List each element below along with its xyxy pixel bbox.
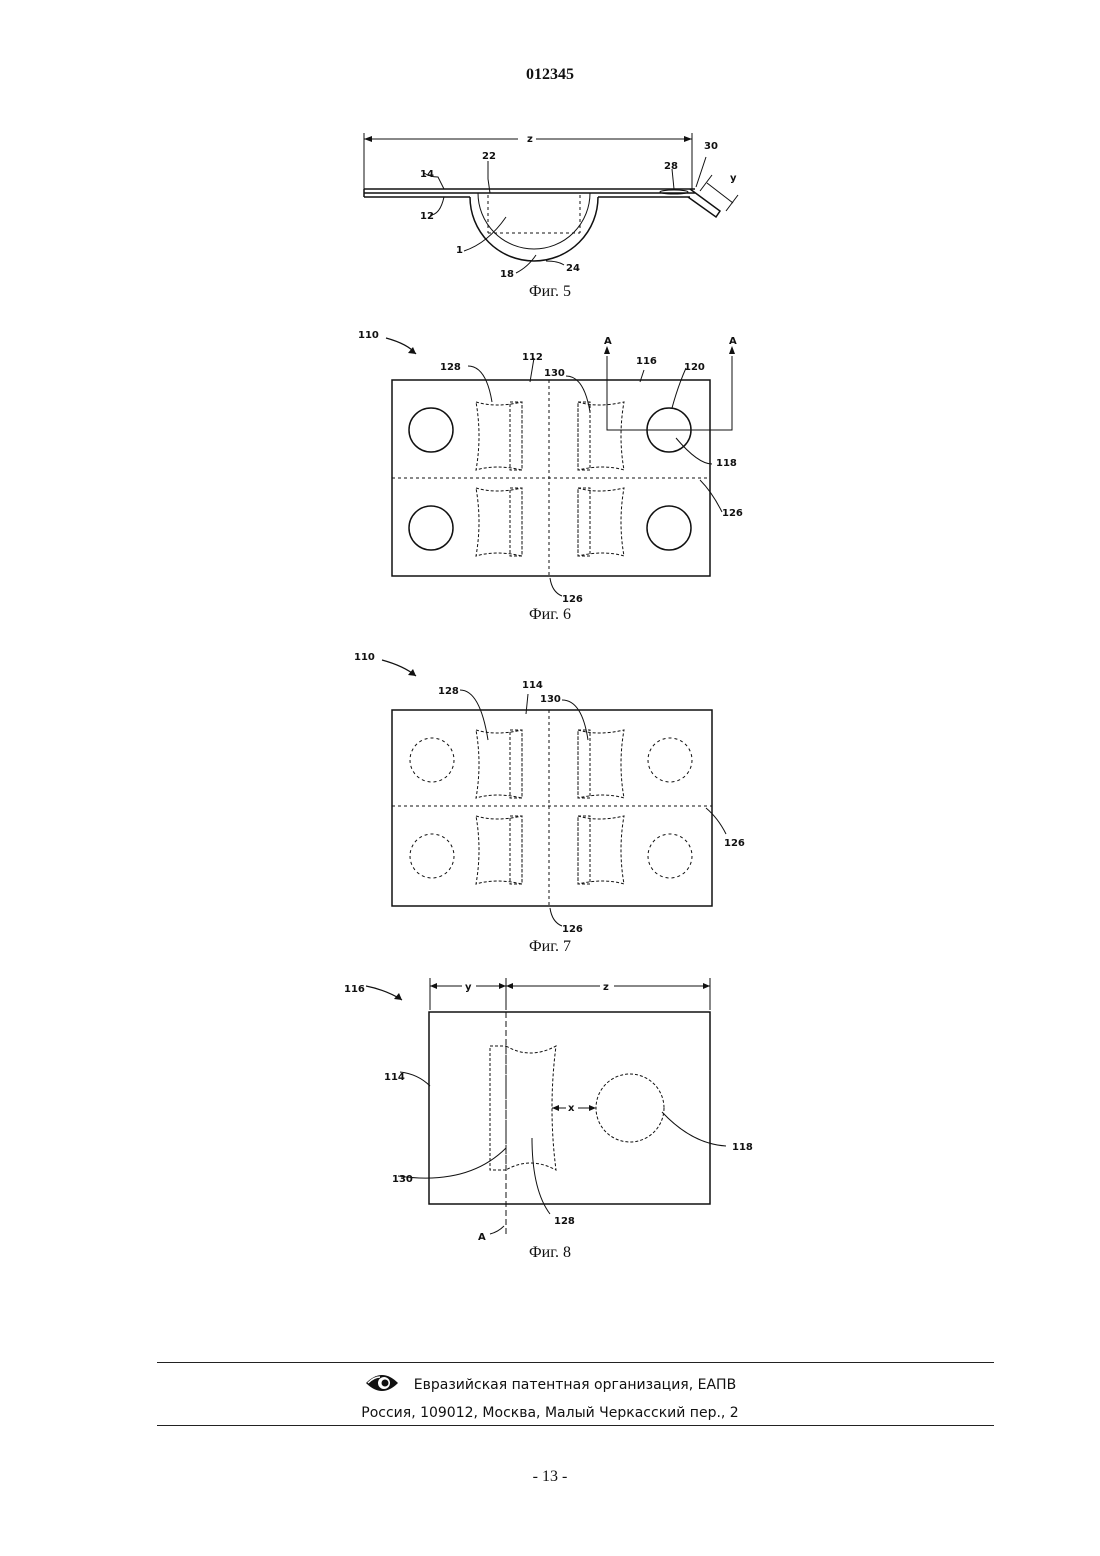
fig8-ref-118: 118: [732, 1142, 753, 1153]
fig5-label-y: y: [730, 173, 737, 184]
fig6-ref-110: 110: [358, 330, 379, 341]
fig5-ref-14: 14: [420, 169, 434, 180]
fig8-ref-114: 114: [384, 1072, 405, 1083]
fig5-ref-24: 24: [566, 263, 580, 274]
fig8-section-a: A: [478, 1232, 486, 1243]
figure-5-caption: Фиг. 5: [450, 283, 650, 301]
figure-7-drawing: 110 128 114 130 126 126: [350, 648, 770, 938]
fig8-ref-130: 130: [392, 1174, 413, 1185]
fig5-ref-18: 18: [500, 269, 514, 280]
fig5-label-z: z: [527, 134, 533, 145]
fig6-section-a-right: A: [729, 336, 737, 347]
figure-6-caption: Фиг. 6: [450, 606, 650, 624]
fig8-label-z: z: [603, 982, 609, 993]
fig6-ref-126-bottom: 126: [562, 594, 583, 605]
fig6-ref-112: 112: [522, 352, 543, 363]
fig7-ref-130: 130: [540, 694, 561, 705]
page-number: - 13 -: [0, 1468, 1100, 1486]
fig5-ref-30: 30: [704, 141, 718, 152]
fig5-ref-12: 12: [420, 211, 434, 222]
fig7-ref-128: 128: [438, 686, 459, 697]
fig5-ref-22: 22: [482, 151, 496, 162]
eye-logo-icon: [364, 1373, 400, 1397]
fig6-ref-116: 116: [636, 356, 657, 367]
footer-bottom-rule: [157, 1425, 994, 1426]
figure-5-drawing: z y 30 22 28 14 12 1 18 24: [350, 125, 770, 280]
document-number: 012345: [0, 66, 1100, 84]
figure-8-drawing: 116 y z 114 x 118 130 128 A: [340, 972, 770, 1247]
fig8-ref-128: 128: [554, 1216, 575, 1227]
figure-8-caption: Фиг. 8: [450, 1244, 650, 1262]
fig6-ref-120: 120: [684, 362, 705, 373]
fig7-ref-110: 110: [354, 652, 375, 663]
figure-7-caption: Фиг. 7: [450, 938, 650, 956]
fig7-ref-126-bottom: 126: [562, 924, 583, 935]
organization-name: Евразийская патентная организация, ЕАПВ: [414, 1377, 736, 1393]
fig6-ref-126-right: 126: [722, 508, 743, 519]
fig6-ref-130: 130: [544, 368, 565, 379]
fig5-ref-1: 1: [456, 245, 463, 256]
fig6-ref-118: 118: [716, 458, 737, 469]
fig6-ref-128: 128: [440, 362, 461, 373]
fig8-ref-116: 116: [344, 984, 365, 995]
figure-6-drawing: 110 128 112 130 116 120 118 126 126 A A: [350, 320, 770, 610]
fig8-label-x: x: [568, 1103, 575, 1114]
fig8-label-y: y: [465, 982, 472, 993]
fig5-ref-28: 28: [664, 161, 678, 172]
footer-address: Россия, 109012, Москва, Малый Черкасский…: [0, 1405, 1100, 1421]
fig7-ref-114: 114: [522, 680, 543, 691]
fig6-section-a-left: A: [604, 336, 612, 347]
footer-top-rule: [157, 1362, 994, 1363]
footer-organization: Евразийская патентная организация, ЕАПВ: [0, 1373, 1100, 1397]
fig7-ref-126-right: 126: [724, 838, 745, 849]
